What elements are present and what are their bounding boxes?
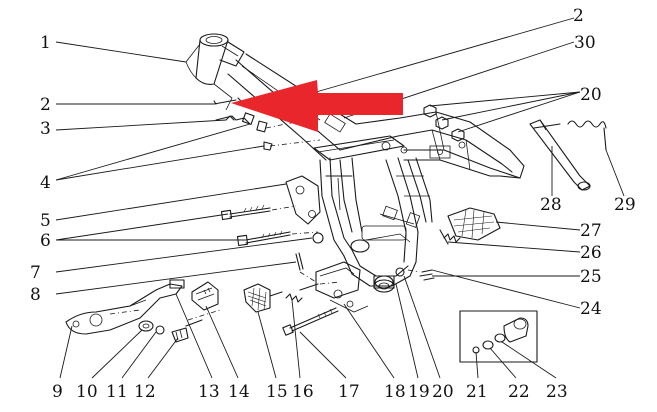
callout-28: 28 xyxy=(540,195,562,215)
gusset-plate xyxy=(285,175,321,225)
callout-16: 16 xyxy=(292,382,314,402)
callout-5: 5 xyxy=(40,211,51,231)
small-washers xyxy=(407,269,435,281)
callout-17: 17 xyxy=(338,382,360,402)
callout-3: 3 xyxy=(40,119,51,139)
callout-14: 14 xyxy=(228,382,250,402)
callout-19: 19 xyxy=(408,382,430,402)
right-footpeg xyxy=(439,207,501,245)
callout-2-right: 2 xyxy=(573,6,584,26)
brake-pedal-tip xyxy=(191,281,219,311)
callout-20-top: 20 xyxy=(580,85,602,105)
lower-pivot-section xyxy=(315,225,417,313)
brake-pedal-assembly xyxy=(65,279,221,343)
pivot-bushings xyxy=(373,267,405,289)
down-tubes xyxy=(319,157,433,263)
callout-27: 27 xyxy=(580,221,602,241)
stand-spring xyxy=(567,120,607,151)
callout-4: 4 xyxy=(40,173,51,193)
pedal-pivot-bolt xyxy=(282,307,339,336)
callout-11: 11 xyxy=(106,382,128,402)
callout-26: 26 xyxy=(580,243,602,263)
callout-23: 23 xyxy=(546,382,568,402)
side-stand xyxy=(529,119,591,191)
callout-1: 1 xyxy=(40,33,51,53)
callout-25: 25 xyxy=(580,267,602,287)
callout-30: 30 xyxy=(574,33,596,53)
peg-spring xyxy=(285,281,341,303)
leader-lines xyxy=(55,17,625,379)
callout-21: 21 xyxy=(466,382,488,402)
red-highlight-arrow xyxy=(231,80,403,132)
callout-24: 24 xyxy=(580,299,602,319)
callout-10: 10 xyxy=(76,382,98,402)
callout-15: 15 xyxy=(266,382,288,402)
roller-detail-inset xyxy=(459,310,538,363)
engine-mount-bolts xyxy=(220,204,319,247)
callout-numbers: 1 2 2 3 4 5 6 7 8 9 10 11 12 13 14 15 16… xyxy=(30,6,636,402)
mount-nut xyxy=(312,232,324,244)
callout-29: 29 xyxy=(614,195,636,215)
rear-shock-mount xyxy=(379,205,421,228)
callout-8: 8 xyxy=(30,285,41,305)
frame-nuts xyxy=(423,104,465,142)
head-bolts xyxy=(213,97,321,151)
steering-head-tube xyxy=(185,33,245,111)
pivot-pin xyxy=(295,252,317,283)
callout-18: 18 xyxy=(384,382,406,402)
left-footpeg xyxy=(243,283,283,313)
callout-22: 22 xyxy=(508,382,530,402)
callout-2-left: 2 xyxy=(40,95,51,115)
callout-20-bottom: 20 xyxy=(432,382,454,402)
callout-12: 12 xyxy=(134,382,156,402)
callout-13: 13 xyxy=(198,382,220,402)
callout-6: 6 xyxy=(40,231,51,251)
callout-9: 9 xyxy=(52,382,63,402)
upper-cross-plate xyxy=(313,135,408,161)
callout-7: 7 xyxy=(30,263,41,283)
rear-subframe xyxy=(339,111,525,179)
